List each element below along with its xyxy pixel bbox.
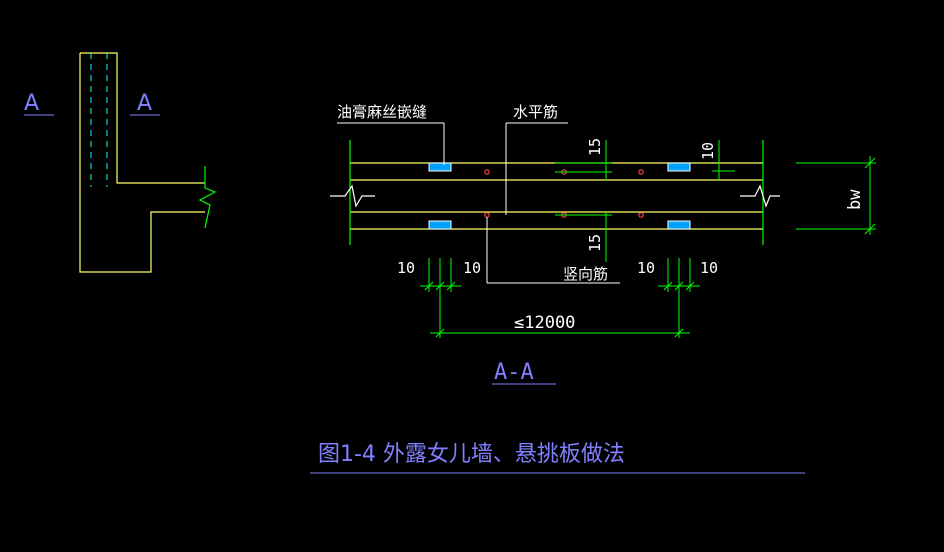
horizontal-bar-label: 水平筋 [513, 103, 558, 121]
rebar-dot [484, 169, 490, 175]
tick [424, 281, 434, 291]
figure-caption-group: 图1-4 外露女儿墙、悬挑板做法 [310, 442, 805, 474]
figure-caption: 图1-4 外露女儿墙、悬挑板做法 [318, 442, 625, 467]
dim-bw: bw [845, 189, 865, 210]
rebar-dots [484, 169, 644, 218]
elevation-break-line [198, 166, 217, 229]
break-line-left [330, 184, 375, 208]
tick [685, 281, 695, 291]
joint-bottom-left [428, 220, 452, 230]
break-line-right [740, 184, 780, 208]
rebar-dot [638, 169, 644, 175]
dim-span: ≤12000 [514, 313, 575, 333]
dim-right-b: 10 [700, 259, 718, 277]
joint-top-right [667, 162, 691, 172]
dim-bw-tick-top [864, 157, 876, 169]
section-view: 水平筋 油膏麻丝嵌缝 竖向筋 15 10 15 bw [330, 103, 876, 385]
dim-bottom-15: 15 [586, 234, 604, 252]
elevation-view: A A [24, 52, 217, 273]
dim-top-10: 10 [699, 142, 717, 160]
joint-top-left [428, 162, 452, 172]
section-title: A-A [494, 360, 534, 385]
dim-chain-ticks [424, 281, 695, 291]
tick [663, 281, 673, 291]
dim-bw-tick-bottom [864, 223, 876, 235]
tick [674, 281, 684, 291]
sealant-joints [428, 162, 691, 230]
dim-top-15: 15 [586, 138, 604, 156]
dim-left-a: 10 [397, 259, 415, 277]
section-mark-right: A [137, 91, 152, 116]
parapet-outline [80, 52, 205, 184]
tick [446, 281, 456, 291]
vertical-bar-label: 竖向筋 [563, 265, 608, 283]
dim-left-b: 10 [463, 259, 481, 277]
section-mark-left: A [24, 91, 39, 116]
dim-span-tick-right [674, 328, 684, 338]
sealant-label: 油膏麻丝嵌缝 [337, 103, 427, 121]
tick [435, 281, 445, 291]
rebar-dot [638, 212, 644, 218]
cantilever-outline [79, 53, 205, 273]
dim-right-a: 10 [637, 259, 655, 277]
joint-bottom-right [667, 220, 691, 230]
dim-span-tick-left [435, 328, 445, 338]
rebar-dot [484, 212, 490, 218]
